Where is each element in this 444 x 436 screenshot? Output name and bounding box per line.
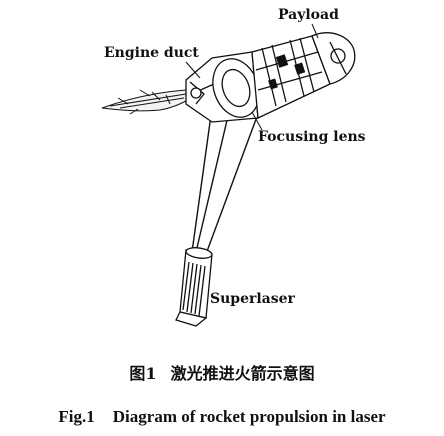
caption-chinese: 图1 激光推进火箭示意图: [0, 366, 444, 382]
caption-english: Fig.1 Diagram of rocket propulsion in las…: [0, 408, 444, 425]
payload-label: Payload: [278, 7, 339, 23]
engine-duct-label: Engine duct: [104, 45, 199, 61]
superlaser-label: Superlaser: [210, 291, 295, 307]
leader-lines: [185, 23, 319, 131]
superlaser-device: [175, 247, 213, 327]
caption-en-text: Diagram of rocket propulsion in laser: [112, 407, 386, 426]
caption-en-number: Fig.1: [58, 407, 95, 426]
exhaust-plume: [101, 89, 189, 115]
focusing-lens-label: Focusing lens: [258, 129, 366, 145]
caption-cn-number: 图1: [129, 364, 157, 383]
caption-cn-text: 激光推进火箭示意图: [170, 364, 315, 383]
rocket-body: [185, 32, 356, 123]
